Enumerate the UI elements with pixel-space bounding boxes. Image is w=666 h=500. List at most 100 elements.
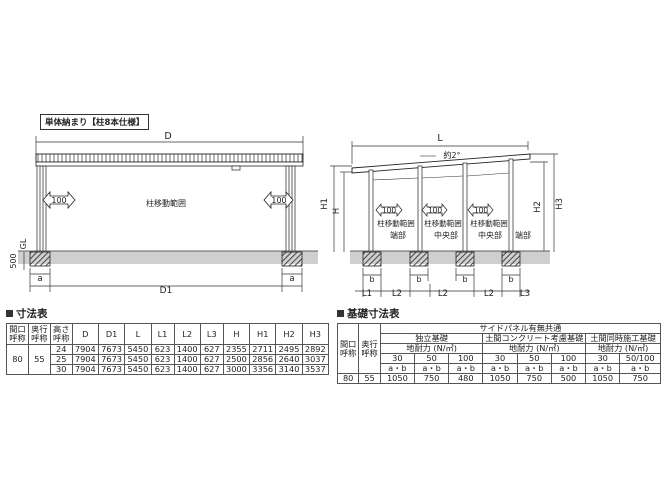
table-cell: 5450 xyxy=(124,344,152,355)
dim-d1-label: D1 xyxy=(160,286,173,296)
foundation-header-row-4: 30 50 100 30 50 100 30 50/100 xyxy=(338,353,661,364)
header-maguchi: 間口呼称 xyxy=(6,323,29,345)
header-l1: L1 xyxy=(150,323,175,345)
table-cell: 750 xyxy=(413,373,450,384)
table-cell: a・b xyxy=(550,363,587,374)
f-header-side-panel: サイドパネル有無共通 xyxy=(379,323,662,334)
table-cell: 7673 xyxy=(97,354,126,365)
f-strength-2: 地耐力 (N/㎡) xyxy=(482,343,587,354)
header-l2: L2 xyxy=(173,323,201,345)
table-cell: 24 xyxy=(49,344,73,355)
roof-side xyxy=(351,153,531,174)
table-cell: 2856 xyxy=(249,354,277,365)
table-row: 30 7904 7673 5450 623 1400 627 3000 3356… xyxy=(7,364,330,375)
part-center-2: 中央部 xyxy=(478,230,502,240)
table-cell: 2711 xyxy=(249,344,277,355)
cell-maguchi-value: 80 xyxy=(6,344,29,375)
table-cell: 50 xyxy=(516,353,552,364)
table-row: 25 7904 7673 5450 623 1400 627 2500 2856… xyxy=(7,354,330,365)
table-row: 80 55 1050 750 480 1050 750 500 1050 750 xyxy=(336,373,661,384)
f-strength-1: 地耐力 (N/㎡) xyxy=(379,343,484,354)
header-d: D xyxy=(71,323,99,345)
table-cell: 623 xyxy=(150,354,175,365)
dim-d-line xyxy=(35,136,304,156)
arrow-100-side-1: 100 xyxy=(382,206,397,215)
f-header-maguchi: 間口呼称 xyxy=(336,323,360,374)
part-center-1: 中央部 xyxy=(434,230,458,240)
table-cell: a・b xyxy=(516,363,552,374)
foundation-header-row-3: 地耐力 (N/㎡) 地耐力 (N/㎡) 地耐力 (N/㎡) xyxy=(338,343,661,354)
arrow-100-side-2: 100 xyxy=(428,206,443,215)
arrow-100-left-label: 100 xyxy=(51,196,66,205)
dim-h-lines xyxy=(330,165,352,252)
table-cell: a・b xyxy=(482,363,518,374)
arrow-100-right-label: 100 xyxy=(271,196,286,205)
range-label-side-1: 柱移動範囲 xyxy=(377,218,415,228)
foundation-header-row-1: 間口呼称 奥行呼称 サイドパネル有無共通 xyxy=(336,323,662,374)
f-group-slab-considered: 土間コンクリート考慮基礎 xyxy=(482,333,587,344)
table-cell: 25 xyxy=(49,354,73,365)
table-cell: 750 xyxy=(619,373,661,384)
table-row: 80 55 24 7904 7673 5450 623 1400 627 235… xyxy=(6,344,330,375)
table-cell: 2640 xyxy=(275,354,303,365)
right-side-diagram: L 約2° H1 H H2 xyxy=(320,133,565,299)
dim-l-line xyxy=(351,141,529,164)
f-header-okuyuki: 奥行呼称 xyxy=(358,323,381,374)
table-cell: 2892 xyxy=(301,344,330,355)
foundation-right xyxy=(281,251,303,267)
table-cell: 80 xyxy=(336,373,360,384)
table-cell: 3037 xyxy=(301,354,330,365)
table-cell: 100 xyxy=(448,353,484,364)
dim-h2-label: H2 xyxy=(533,201,543,213)
f-group-independent: 独立基礎 xyxy=(379,333,484,344)
table-cell: 7673 xyxy=(97,344,126,355)
dim-d1-line xyxy=(29,268,303,292)
dim-b-3: b xyxy=(462,275,467,284)
header-okuyuki: 奥行呼称 xyxy=(27,323,51,345)
table-cell: 480 xyxy=(448,373,484,384)
foundation-table-title: 基礎寸法表 xyxy=(337,306,400,321)
ground-band-right xyxy=(350,251,550,264)
table-cell: 2495 xyxy=(275,344,303,355)
table-cell: 1050 xyxy=(482,373,518,384)
table-cell: 5450 xyxy=(124,354,152,365)
table-cell: 30 xyxy=(379,353,415,364)
table-cell: 2500 xyxy=(222,354,251,365)
f-group-slab-simultaneous: 土間同時施工基礎 xyxy=(585,333,661,344)
table-cell: a・b xyxy=(585,363,621,374)
table-cell: 3140 xyxy=(275,364,303,375)
dim-500-label: 500 xyxy=(9,253,18,268)
part-end-right: 端部 xyxy=(515,230,531,240)
gl-label: GL xyxy=(19,238,28,249)
table-cell: 627 xyxy=(199,354,224,365)
table-cell: 1050 xyxy=(379,373,415,384)
header-d1: D1 xyxy=(97,323,126,345)
table-cell: 100 xyxy=(550,353,587,364)
table-cell: a・b xyxy=(448,363,484,374)
table-cell: 623 xyxy=(150,344,175,355)
dim-l-label: L xyxy=(437,133,443,144)
table-cell: 3356 xyxy=(249,364,277,375)
foundation-left xyxy=(29,251,51,267)
header-l: L xyxy=(124,323,152,345)
range-label-side-2: 柱移動範囲 xyxy=(424,218,462,228)
table-cell: a・b xyxy=(413,363,450,374)
dim-b-1: b xyxy=(369,275,374,284)
foundation-header-row-2: 独立基礎 土間コンクリート考慮基礎 土間同時施工基礎 xyxy=(338,333,661,344)
table-cell: 627 xyxy=(199,344,224,355)
table-cell: 55 xyxy=(358,373,381,384)
size-table: 間口呼称 奥行呼称 高さ呼称 D D1 L L1 L2 L3 H H1 H2 H… xyxy=(6,323,330,375)
table-cell: 500 xyxy=(550,373,587,384)
foundation-header-row-5: a・b a・b a・b a・b a・b a・b a・b a・b xyxy=(338,363,661,374)
dim-h3-label: H3 xyxy=(555,198,565,210)
foundation-table: 間口呼称 奥行呼称 サイドパネル有無共通 独立基礎 土間コンクリート考慮基礎 土… xyxy=(336,323,662,384)
table-cell: 750 xyxy=(516,373,552,384)
range-label-left: 柱移動範囲 xyxy=(146,198,186,208)
table-cell: 1400 xyxy=(173,354,201,365)
dim-a-left: a xyxy=(37,274,42,284)
range-label-side-3: 柱移動範囲 xyxy=(470,218,508,228)
table-cell: 5450 xyxy=(124,364,152,375)
bullet-square-icon xyxy=(6,310,13,317)
table-cell: a・b xyxy=(379,363,415,374)
header-l3: L3 xyxy=(199,323,224,345)
